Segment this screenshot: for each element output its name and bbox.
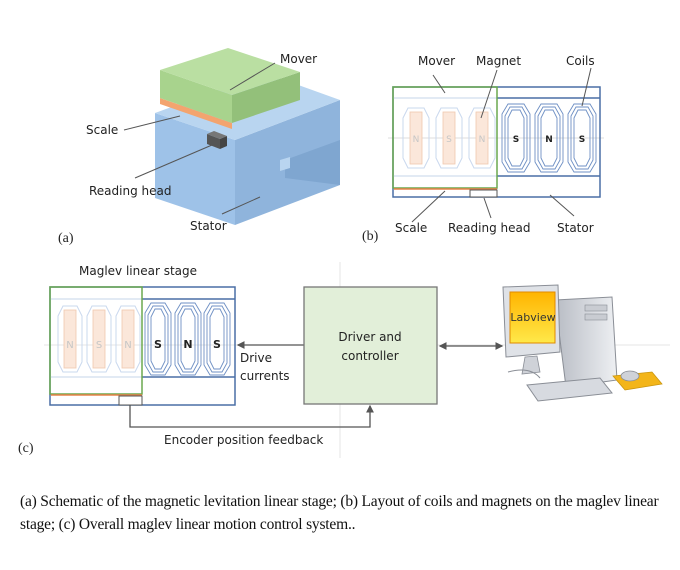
label-reading-head-b: Reading head: [448, 221, 530, 235]
panel-tag-b: (b): [362, 229, 379, 244]
controller-label-line2: controller: [341, 349, 398, 363]
screen-label: Labview: [510, 311, 555, 324]
maglev-stage-diagram: N S N S N S: [49, 286, 236, 406]
label-magnet: Magnet: [476, 54, 521, 68]
coil-pole: S: [213, 338, 221, 351]
label-scale: Scale: [86, 123, 118, 137]
magnet-array: N S N: [402, 107, 496, 169]
label-reading-head: Reading head: [89, 184, 171, 198]
scale-strip: [160, 98, 232, 129]
label-stator: Stator: [190, 219, 227, 233]
label-mover-b: Mover: [418, 54, 455, 68]
label-mover: Mover: [280, 52, 317, 66]
panel-b-layout: N S N S N S: [362, 54, 604, 244]
panel-c-system: Maglev linear stage N S N S N S D: [18, 262, 670, 458]
reading-head-box: [469, 189, 498, 198]
magnet-pole: N: [479, 135, 486, 145]
coil-pole: N: [545, 135, 553, 145]
magnet-pole: S: [446, 135, 452, 145]
driver-controller-box: [303, 286, 438, 405]
panel-tag-c: (c): [18, 441, 34, 456]
label-coils: Coils: [566, 54, 595, 68]
stage-title: Maglev linear stage: [79, 264, 197, 278]
coil-pole: S: [154, 338, 162, 351]
figure-caption: (a) Schematic of the magnetic levitation…: [20, 493, 659, 533]
drive-label-line2: currents: [240, 369, 290, 383]
magnet-pole: N: [66, 340, 73, 351]
mover-block: [160, 48, 300, 123]
panel-tag-a: (a): [58, 231, 74, 246]
monitor-screen: [509, 291, 556, 344]
encoder-feedback-arrow: [129, 404, 374, 428]
controller-label-line1: Driver and: [338, 330, 401, 344]
drive-label-line1: Drive: [240, 351, 272, 365]
coil-pole: S: [513, 135, 519, 145]
label-stator-b: Stator: [557, 221, 594, 235]
magnet-pole: N: [413, 135, 420, 145]
magnet-pole: S: [96, 340, 102, 351]
coil-array: S N S: [501, 103, 597, 173]
feedback-label: Encoder position feedback: [164, 433, 323, 447]
coil-pole: S: [579, 135, 585, 145]
label-scale-b: Scale: [395, 221, 427, 235]
computer-icon: Labview: [502, 284, 663, 402]
mover-outline: [392, 86, 498, 189]
panel-a-3d-schematic: Mover Scale Reading head Stator (a): [58, 48, 340, 246]
coil-pole: N: [183, 338, 192, 351]
magnet-pole: N: [124, 340, 131, 351]
